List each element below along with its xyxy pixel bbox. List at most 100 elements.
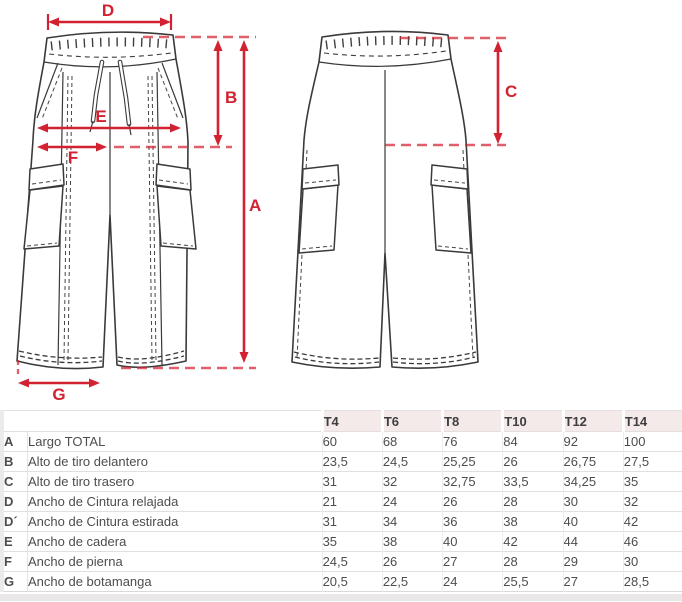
row-value: 30 [622,551,682,572]
row-value: 34,25 [562,471,624,492]
row-label: Ancho de Cintura estirada [27,511,323,532]
back-right-cargo-pocket [430,164,472,254]
dimension-d-label: D [102,1,114,20]
row-key: B [4,454,14,469]
dimension-f-leg-width: F [37,142,107,167]
row-key: C [4,474,14,489]
measurement-row: D Ancho de Cintura relajada 21 24 26 28 … [2,491,682,512]
front-waistband [43,37,177,68]
row-value: 32 [622,491,682,512]
row-value: 31 [321,511,383,532]
dimension-c-label: C [505,82,517,101]
dimension-d-waist-width: D [46,1,173,30]
row-value: 24 [442,571,503,592]
dimension-g-hem-width: G [18,378,100,404]
row-value: 27,5 [622,451,682,472]
row-value: 34 [381,511,443,532]
row-value: 28 [502,551,564,572]
back-stitching [293,149,477,365]
size-col-header-t4: T4 [320,410,383,432]
row-value: 26 [381,551,443,572]
row-value: 32 [381,471,443,492]
row-value: 24,5 [381,451,443,472]
row-label: Ancho de pierna [27,551,323,572]
row-label: Ancho de cadera [27,531,323,552]
size-col-header-t12: T12 [561,410,624,432]
row-value: 26 [502,451,564,472]
front-right-cargo-pocket [155,163,197,250]
measurement-row: D´ Ancho de Cintura estirada 31 34 36 38… [2,511,682,532]
row-value: 42 [502,531,564,552]
row-value: 24 [381,491,443,512]
back-left-cargo-pocket [298,164,340,254]
row-value: 25,25 [442,451,503,472]
dimension-g-label: G [52,385,65,404]
row-value: 38 [381,531,443,552]
row-value: 42 [622,511,682,532]
row-key: A [4,434,14,449]
row-value: 28,5 [622,571,682,592]
size-table-header: T4 T6 T8 T10 T12 T14 [2,410,682,432]
row-value: 20,5 [321,571,383,592]
row-key: E [4,534,13,549]
row-label: Alto de tiro trasero [27,471,323,492]
measurement-row: E Ancho de cadera 35 38 40 42 44 46 [2,531,682,552]
row-value: 25,5 [502,571,564,592]
row-value: 36 [442,511,503,532]
row-value: 35 [321,531,383,552]
measurement-row: G Ancho de botamanga 20,5 22,5 24 25,5 2… [2,571,682,592]
row-value: 26,75 [562,451,624,472]
pants-front-view [16,31,197,370]
dimension-a-total-length: A [239,40,261,363]
pants-technical-drawing: D B A E [16,1,517,404]
row-value: 28 [502,491,564,512]
row-value: 68 [381,431,443,452]
row-value: 35 [622,471,682,492]
size-col-header-t6: T6 [380,410,443,432]
row-label: Largo TOTAL [27,431,323,452]
table-footer-bar [0,594,682,601]
row-value: 40 [442,531,503,552]
row-label: Ancho de botamanga [27,571,323,592]
measurement-row: F Ancho de pierna 24,5 26 27 28 29 30 [2,551,682,572]
row-key: D [4,494,14,509]
size-table-body: A Largo TOTAL 60 68 76 84 92 100 B Alto … [2,431,682,592]
dimension-f-label: F [68,148,78,167]
row-value: 27 [562,571,624,592]
row-value: 30 [562,491,624,512]
row-value: 44 [562,531,624,552]
dimension-e-label: E [95,107,106,126]
row-value: 31 [321,471,383,492]
row-value: 46 [622,531,682,552]
front-left-cargo-pocket [23,163,65,250]
header-corner-cell [2,411,28,432]
row-key: G [4,574,15,589]
size-col-header-t10: T10 [501,410,564,432]
size-table: T4 T6 T8 T10 T12 T14 A Largo TOTAL 60 68… [0,410,682,592]
row-value: 21 [321,491,383,512]
row-value: 27 [442,551,503,572]
size-table-header-row: T4 T6 T8 T10 T12 T14 [2,410,682,432]
row-label: Alto de tiro delantero [27,451,323,472]
row-value: 100 [622,431,682,452]
row-value: 32,75 [442,471,503,492]
row-key: F [4,554,12,569]
pants-back-view [291,30,479,370]
dimension-b-front-rise: B [213,40,237,146]
dimension-c-back-rise: C [493,41,517,144]
row-key: D´ [4,514,18,529]
back-waistband [318,35,452,67]
header-label-cell [28,411,323,432]
row-value: 33,5 [502,471,564,492]
measurement-row: B Alto de tiro delantero 23,5 24,5 25,25… [2,451,682,472]
row-value: 60 [321,431,383,452]
row-value: 84 [502,431,564,452]
dimension-annotations: D B A E [16,1,517,404]
dimension-a-label: A [249,196,261,215]
size-col-header-t8: T8 [441,410,503,432]
row-value: 92 [562,431,624,452]
row-value: 24,5 [321,551,383,572]
row-value: 23,5 [321,451,383,472]
row-value: 22,5 [381,571,443,592]
